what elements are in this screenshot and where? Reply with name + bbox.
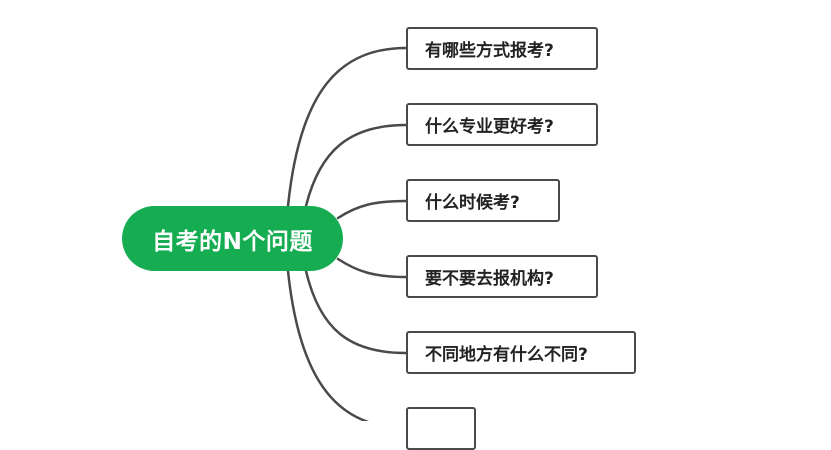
branch-label: 要不要去报机构? [425,269,554,289]
branch-label: 有哪些方式报考? [425,41,554,61]
root-topic-node[interactable]: 自考的N个问题 [122,206,343,271]
connector-line [336,257,408,279]
branch-node-easier-major[interactable]: 什么专业更好考? [406,103,598,146]
mind-map-canvas: 自考的N个问题 有哪些方式报考? 什么专业更好考? 什么时候考? 要不要去报机构… [122,27,636,450]
connector-lines [286,46,408,421]
branch-label: 什么专业更好考? [425,117,554,137]
root-topic-label: 自考的N个问题 [152,228,313,255]
branch-node-how-to-register[interactable]: 有哪些方式报考? [406,27,598,70]
connector-line [304,123,408,208]
connector-line [336,199,408,220]
branch-label: 什么时候考? [425,193,520,213]
connector-line [286,46,408,208]
connector-line [304,269,408,355]
branch-node-when-to-take[interactable]: 什么时候考? [406,179,560,222]
branch-node-join-institution[interactable]: 要不要去报机构? [406,255,598,298]
branch-node-regional-differences[interactable]: 不同地方有什么不同? [406,331,636,374]
branch-node-partial[interactable] [406,407,476,450]
connector-line [286,269,370,421]
branch-label: 不同地方有什么不同? [425,345,588,365]
